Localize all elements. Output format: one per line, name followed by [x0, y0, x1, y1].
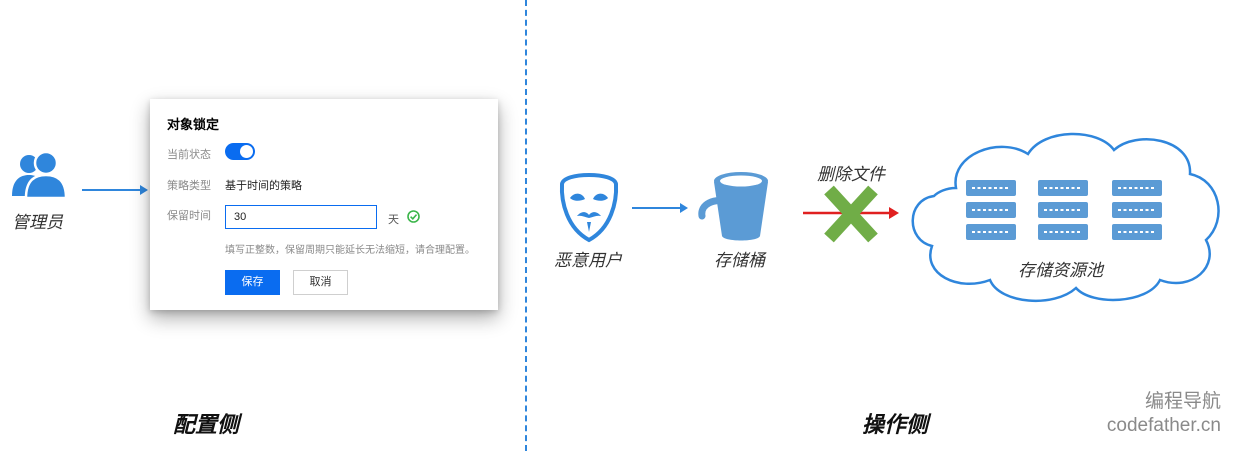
server-rack-icon: [966, 180, 1162, 240]
policy-value: 基于时间的策略: [225, 180, 302, 192]
object-lock-panel: 对象锁定 当前状态 策略类型 基于时间的策略 保留时间 30 天 填写正整数，保…: [150, 99, 498, 310]
retention-label: 保留时间: [167, 210, 211, 222]
anonymous-mask-icon: [559, 172, 619, 243]
bucket-caption: 存储桶: [714, 251, 765, 271]
storage-pool-cloud: [911, 132, 1220, 303]
watermark-url: codefather.cn: [1106, 415, 1221, 436]
toggle-knob: [240, 145, 253, 158]
watermark-title: 编程导航: [1144, 391, 1221, 412]
storage-pool-caption: 存储资源池: [1018, 261, 1103, 281]
status-toggle[interactable]: [225, 143, 255, 160]
center-divider: [525, 0, 527, 451]
config-side-label: 配置侧: [173, 413, 240, 438]
admin-to-panel-arrow: [82, 185, 148, 195]
policy-label: 策略类型: [167, 180, 211, 192]
panel-title: 对象锁定: [167, 117, 220, 132]
bucket-icon: [698, 172, 768, 241]
retention-hint: 填写正整数，保留周期只能延长无法缩短，请合理配置。: [225, 245, 475, 256]
user-to-bucket-arrow: [632, 203, 688, 213]
delete-file-caption: 删除文件: [817, 165, 885, 185]
admin-caption: 管理员: [12, 213, 63, 233]
cancel-button[interactable]: 取消: [293, 270, 348, 295]
check-circle-icon: [407, 210, 420, 223]
retention-input[interactable]: 30: [225, 205, 377, 229]
admin-users-icon: [12, 150, 68, 200]
operation-side-label: 操作侧: [862, 413, 929, 438]
blocked-delete-arrow: [803, 185, 899, 243]
save-button[interactable]: 保存: [225, 270, 280, 295]
malicious-user-caption: 恶意用户: [554, 251, 622, 271]
status-label: 当前状态: [167, 149, 211, 161]
retention-unit: 天: [388, 214, 399, 226]
